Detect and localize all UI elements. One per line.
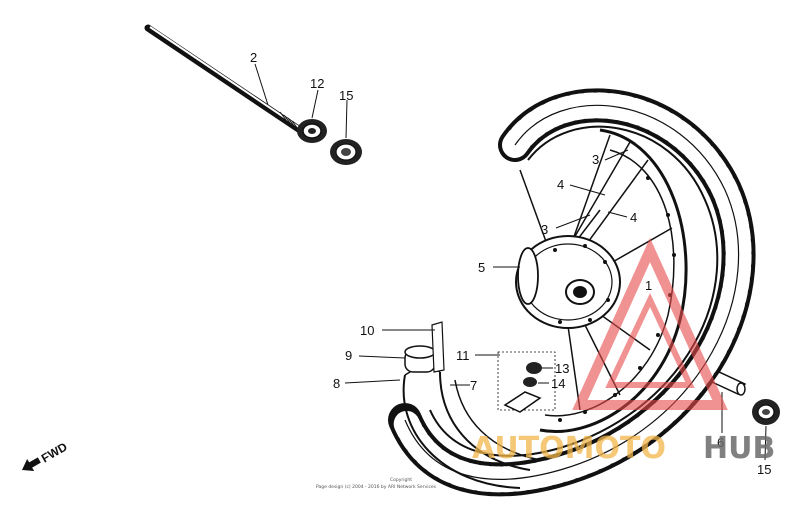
callout-3-upper[interactable]: 3 — [592, 152, 599, 167]
callout-4-lower[interactable]: 4 — [630, 210, 637, 225]
callout-11[interactable]: 11 — [456, 348, 470, 363]
distance-collar-part-6[interactable] — [710, 371, 747, 396]
callout-3-lower[interactable]: 3 — [541, 222, 548, 237]
rim-band-part-7[interactable] — [454, 379, 541, 461]
axle-part[interactable] — [144, 24, 304, 134]
callout-5[interactable]: 5 — [478, 260, 485, 275]
callout-15-lower[interactable]: 15 — [757, 462, 771, 477]
callout-15-upper[interactable]: 15 — [339, 88, 353, 103]
callout-12[interactable]: 12 — [310, 76, 324, 91]
watermark-text-hub: HUB — [703, 431, 775, 466]
callout-6[interactable]: 6 — [717, 435, 724, 450]
callout-7[interactable]: 7 — [470, 378, 477, 393]
callout-4-upper[interactable]: 4 — [557, 177, 564, 192]
callout-13[interactable]: 13 — [555, 361, 569, 376]
rim-lock-part-11[interactable] — [497, 351, 556, 413]
dust-seal-part-15-upper[interactable] — [330, 139, 362, 165]
callout-14[interactable]: 14 — [551, 376, 565, 391]
nut-part-13[interactable] — [526, 362, 542, 374]
callout-labels: 2 12 15 3 4 3 4 5 1 10 9 8 7 11 13 14 6 … — [250, 50, 771, 477]
callout-2[interactable]: 2 — [250, 50, 257, 65]
watermark-logo — [572, 237, 728, 410]
callout-9[interactable]: 9 — [345, 348, 352, 363]
tire[interactable] — [388, 88, 756, 497]
watermark-text-automoto: AUTOMOTO — [472, 431, 666, 466]
forward-arrow-indicator: FWD — [22, 439, 70, 472]
bearing-part-12[interactable] — [297, 119, 327, 143]
copyright-line-2: Page design (c) 2004 - 2016 by ARI Netwo… — [316, 484, 437, 490]
callout-8[interactable]: 8 — [333, 376, 340, 391]
washer-part-14[interactable] — [523, 377, 537, 387]
watermark-triangle-icon — [572, 237, 728, 410]
leader-lines — [254, 63, 767, 461]
dust-seal-part-15-lower[interactable] — [752, 399, 780, 425]
callout-10[interactable]: 10 — [360, 323, 374, 338]
copyright-line-1: Copyright — [390, 477, 412, 483]
valve-part-10[interactable] — [431, 321, 445, 373]
hub-part-5[interactable] — [515, 235, 621, 329]
fwd-label: FWD — [39, 439, 70, 465]
callout-1[interactable]: 1 — [645, 278, 652, 293]
valve-cap-part-9[interactable] — [404, 345, 436, 373]
